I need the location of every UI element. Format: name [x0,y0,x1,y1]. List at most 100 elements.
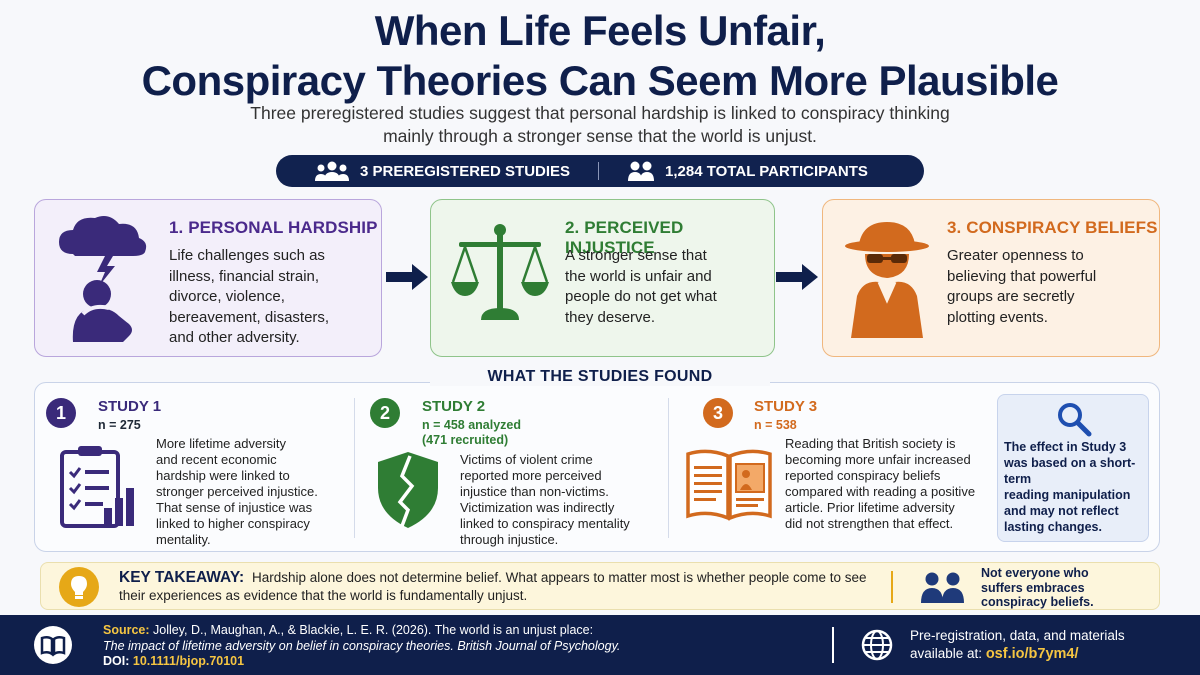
globe-icon [861,629,893,661]
step-1-text: Life challenges such as illness, financi… [169,246,374,349]
side-line: Not everyone who [981,566,1089,580]
step-3-text: Greater openness to believing that power… [947,246,1152,328]
step-1-line: illness, financial strain, [169,267,320,285]
study-3-sample: n = 538 [754,418,797,432]
materials-line-1: Pre-registration, data, and materials [910,628,1125,643]
study-3-text: Reading that British society is becoming… [785,436,985,532]
open-book-icon [686,449,772,521]
step-3-line: plotting events. [947,308,1048,326]
spy-figure-icon [845,222,929,338]
studies-count: 3 PREREGISTERED STUDIES [360,162,571,180]
step-2-text: A stronger sense that the world is unfai… [565,246,770,328]
study-2-number: 2 [370,398,400,428]
step-1-line: and other adversity. [169,329,300,346]
study-1-line: That sense of injustice was [156,500,313,515]
source-text: Jolley, D., Maughan, A., & Blackie, L. E… [153,623,594,637]
step-2-heading: 2. PERCEIVED INJUSTICE [565,218,684,257]
study-1-name: STUDY 1 [98,398,162,415]
card-personal-hardship: 1. PERSONAL HARDSHIP Life challenges suc… [34,199,382,357]
citation: Source: Jolley, D., Maughan, A., & Black… [103,623,803,670]
side-line: conspiracy beliefs. [981,595,1094,609]
doi-label: DOI: [103,654,130,668]
people-icon [628,161,655,181]
card-perceived-injustice: 2. PERCEIVED INJUSTICE A stronger sense … [430,199,775,357]
study-divider [354,398,355,538]
stats-divider [598,162,600,180]
participants-count: 1,284 TOTAL PARTICIPANTS [665,162,868,180]
study-3-line: did not strengthen that effect. [785,516,954,531]
study-2-line: Victimization was indirectly [460,500,615,515]
takeaway-side-text: Not everyone who suffers embraces conspi… [981,566,1094,610]
study-1-sample: n = 275 [98,418,141,432]
study-3-name: STUDY 3 [754,398,818,415]
checklist-chart-icon [60,446,134,528]
study-1-line: and recent economic [156,452,277,467]
distressed-person-icon [59,216,147,342]
source-label: Source: [103,623,150,637]
step-2-line: people do not get what [565,288,717,305]
findings-panel [34,382,1160,552]
takeaway-line-1: Hardship alone does not determine belief… [251,570,867,585]
study-3-line: becoming more unfair increased [785,452,971,467]
title-line-2: Conspiracy Theories Can Seem More Plausi… [141,57,1059,104]
step-1-line: bereavement, disasters, [169,308,330,326]
osf-link[interactable]: osf.io/b7ym4/ [985,646,1079,662]
step-3-heading: 3. CONSPIRACY BELIEFS [947,218,1158,237]
scales-icon [451,224,549,320]
study-3-line: reported conspiracy beliefs [785,468,941,483]
step-1-line: divorce, violence, [169,288,285,305]
study-3-line: article. Prior lifetime adversity [785,500,955,515]
study-2-line: linked to conspiracy mentality [460,516,630,531]
step-1-heading: 1. PERSONAL HARDSHIP [169,218,378,237]
group-icon [315,161,349,181]
materials-line-2: available at: [910,646,983,661]
takeaway-divider [891,571,893,603]
study-1-line: stronger perceived injustice. [156,484,318,499]
footer-divider [832,627,834,663]
caveat-line: was based on a short-term [1004,456,1136,486]
caveat-line: lasting changes. [1004,520,1102,534]
studies-stat: 3 PREREGISTERED STUDIES [314,160,570,182]
takeaway-line-2: their experiences as evidence that the w… [119,588,528,603]
study-2-recruited: (471 recruited) [422,433,509,447]
study-2-line: Victims of violent crime [460,452,593,467]
stats-bar: 3 PREREGISTERED STUDIES 1,284 TOTAL PART… [276,155,924,187]
subtitle-line-2: mainly through a stronger sense that the… [383,126,817,146]
study-1-number: 1 [46,398,76,428]
step-3-line: believing that powerful [947,267,1097,285]
page-title: When Life Feels Unfair, Conspiracy Theor… [0,6,1200,106]
study-1-line: More lifetime adversity [156,436,287,451]
title-line-1: When Life Feels Unfair, [374,7,826,54]
study-3-number: 3 [703,398,733,428]
caveat-text: The effect in Study 3 was based on a sho… [1004,439,1146,535]
lightbulb-icon [59,567,99,607]
caveat-line: reading manipulation [1004,488,1131,502]
study-2-line: through injustice. [460,532,559,547]
takeaway-label: KEY TAKEAWAY: [119,569,245,586]
caveat-line: and may not reflect [1004,504,1119,518]
subtitle: Three preregistered studies suggest that… [150,102,1050,148]
arrow-right-icon [386,264,428,290]
doi-link[interactable]: 10.1111/bjop.70101 [132,654,245,668]
study-2-line: injustice than non-victims. [460,484,609,499]
participants-stat: 1,284 TOTAL PARTICIPANTS [627,160,868,182]
step-3-line: Greater openness to [947,247,1084,264]
study-1-text: More lifetime adversity and recent econo… [156,436,348,548]
card-conspiracy-beliefs: 3. CONSPIRACY BELIEFS Greater openness t… [822,199,1160,357]
study-divider [668,398,669,538]
study-3-line: Reading that British society is [785,436,956,451]
step-2-line: the world is unfair and [565,267,712,285]
cracked-shield-icon [378,452,438,528]
caveat-line: The effect in Study 3 [1004,440,1127,454]
study-2-sample: n = 458 analyzed [422,418,522,432]
source-journal: The impact of lifetime adversity on beli… [103,638,621,653]
study-1-line: mentality. [156,532,211,547]
study-2-text: Victims of violent crime reported more p… [460,452,660,548]
takeaway-text: KEY TAKEAWAY: Hardship alone does not de… [119,569,879,605]
materials-info: Pre-registration, data, and materials av… [910,627,1125,663]
study-1-line: hardship were linked to [156,468,290,483]
side-line: suffers embraces [981,580,1085,595]
step-2-line: A stronger sense that [565,247,707,264]
step-2-line: they deserve. [565,308,656,326]
step-1-line: Life challenges such as [169,247,325,264]
